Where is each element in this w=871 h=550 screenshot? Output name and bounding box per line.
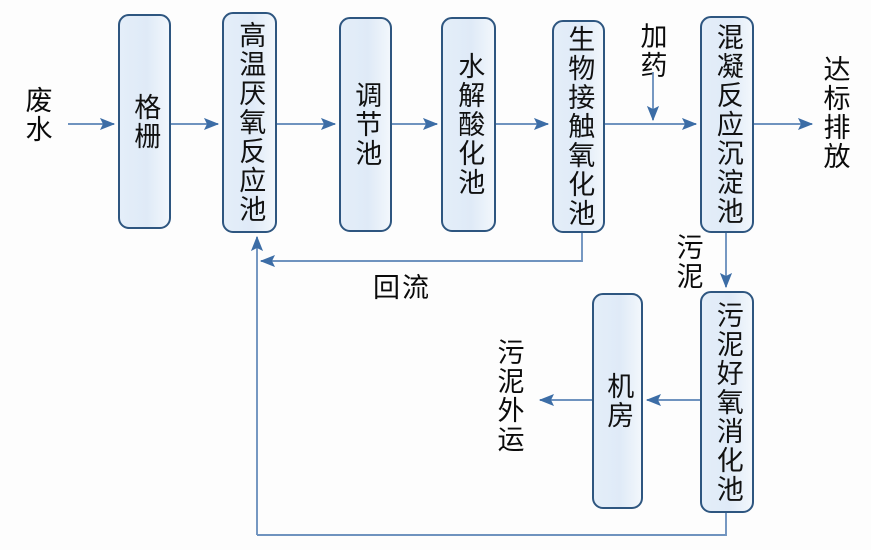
node-hydrolysis-acidification-tank[interactable]: 水解酸化池 (441, 17, 496, 232)
node-coagulation-sedimentation-tank-label: 混凝反应沉淀池 (712, 23, 743, 226)
node-machine-room-label: 机房 (603, 372, 634, 430)
label-dosing: 加药 (636, 22, 667, 80)
node-machine-room[interactable]: 机房 (592, 293, 643, 509)
node-grille-label: 格栅 (130, 92, 161, 151)
node-hydrolysis-acidification-tank-label: 水解酸化池 (454, 52, 485, 197)
wire-biocontact-return (259, 233, 583, 268)
node-sludge-aerobic-digestion-tank-label: 污泥好氧消化池 (712, 300, 743, 504)
label-return-flow: 回流 (373, 273, 431, 303)
node-biological-contact-oxidation-tank-label: 生物接触氧化池 (564, 25, 595, 228)
label-sludge: 污泥 (672, 233, 703, 291)
node-high-temp-anaerobic-reactor[interactable]: 高温厌氧反应池 (222, 12, 277, 233)
wire-digester-return (257, 513, 727, 536)
node-biological-contact-oxidation-tank[interactable]: 生物接触氧化池 (552, 20, 605, 233)
node-sludge-aerobic-digestion-tank[interactable]: 污泥好氧消化池 (700, 291, 754, 513)
node-equalization-tank-label: 调节池 (351, 81, 382, 168)
node-coagulation-sedimentation-tank[interactable]: 混凝反应沉淀池 (700, 16, 754, 233)
label-compliant-discharge: 达标排放 (819, 55, 850, 171)
label-sludge-transport-out: 污泥外运 (493, 338, 524, 454)
node-high-temp-anaerobic-reactor-label: 高温厌氧反应池 (235, 21, 266, 224)
node-grille[interactable]: 格栅 (118, 14, 171, 229)
label-influent: 废水 (21, 86, 52, 144)
node-equalization-tank[interactable]: 调节池 (339, 17, 392, 232)
